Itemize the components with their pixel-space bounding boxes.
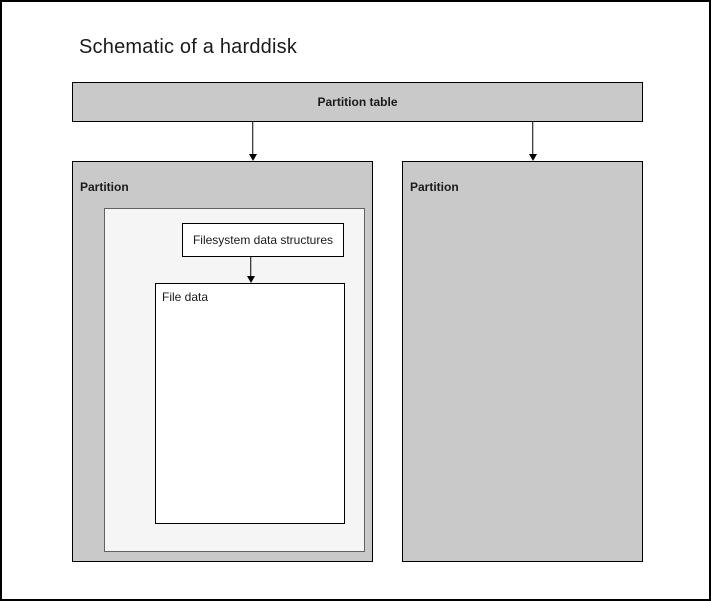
arrow-table-to-right-partition — [527, 122, 538, 161]
partition-right-label: Partition — [410, 180, 459, 194]
arrow-down-icon — [248, 154, 257, 161]
arrow-table-to-left-partition — [247, 122, 258, 161]
filesystem-area: Filesystem data structures File data — [104, 208, 365, 552]
filesystem-data-structures-box: Filesystem data structures — [182, 223, 344, 257]
arrow-shaft — [251, 122, 254, 155]
file-data-label: File data — [162, 290, 209, 304]
arrow-filesystem-to-file-data — [245, 257, 256, 283]
file-data-box: File data — [155, 283, 345, 524]
partition-box-left: Partition Filesystem data structures Fil… — [72, 161, 373, 562]
arrow-down-icon — [528, 154, 537, 161]
arrow-shaft — [249, 257, 252, 277]
diagram-title: Schematic of a harddisk — [79, 36, 298, 58]
partition-box-right: Partition — [402, 161, 643, 562]
partition-table-label: Partition table — [317, 95, 398, 109]
partition-table-box: Partition table — [72, 82, 643, 122]
arrow-shaft — [531, 122, 534, 155]
filesystem-data-structures-label: Filesystem data structures — [192, 233, 334, 247]
partition-left-label: Partition — [80, 180, 129, 194]
arrow-down-icon — [246, 276, 255, 283]
